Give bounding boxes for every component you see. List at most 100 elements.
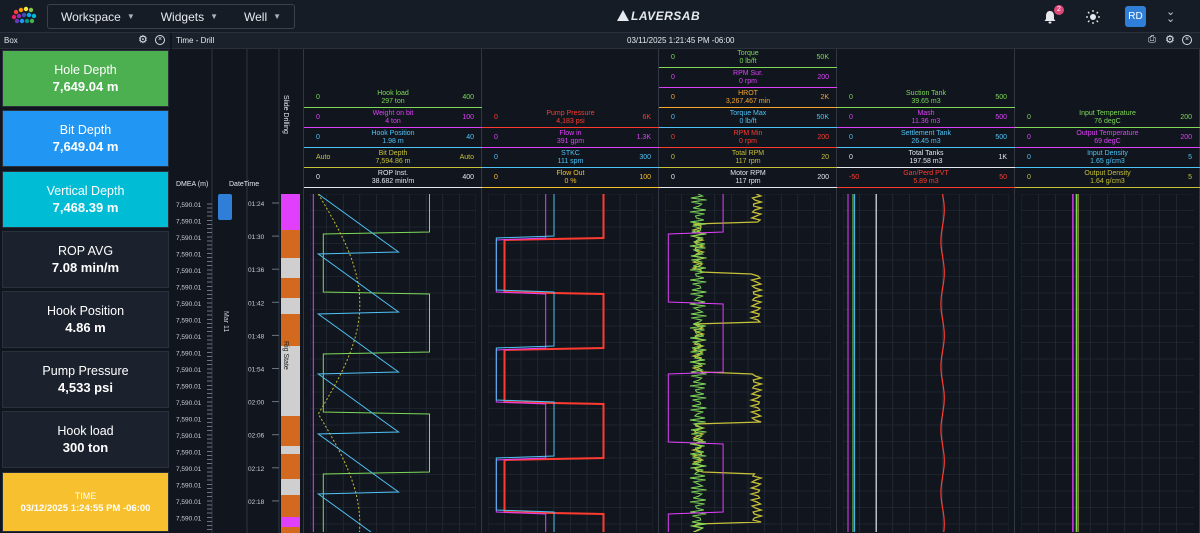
date-label: Mar 11 xyxy=(222,311,229,332)
log-plot-area[interactable] xyxy=(1021,194,1194,532)
hook-load-curve xyxy=(322,194,430,532)
curve-value: 297 ton xyxy=(381,98,405,105)
curve-max: 5 xyxy=(1188,154,1192,161)
log-plot-area[interactable] xyxy=(310,194,476,532)
menu-workspace[interactable]: Workspace▼ xyxy=(48,10,148,24)
chevron-down-icon: ▼ xyxy=(210,12,219,21)
time-tick-label: 01:36 xyxy=(248,267,265,274)
curve-max: Auto xyxy=(459,154,474,161)
curve-name: Input Temperature xyxy=(1079,110,1136,117)
curve-name: Motor RPM xyxy=(730,170,766,177)
curve-min: 0 xyxy=(671,174,675,181)
curve-name: Input Density xyxy=(1087,150,1128,157)
card-label: Hook load xyxy=(57,424,114,438)
log-plot-area[interactable] xyxy=(665,194,831,532)
curve-name: Torque xyxy=(737,50,759,57)
rig-state-segment xyxy=(281,194,300,230)
curve-name: Suction Tank xyxy=(906,90,946,97)
menu-well[interactable]: Well▼ xyxy=(231,10,294,24)
print-icon[interactable]: ⎙ xyxy=(1148,34,1156,45)
depth-tick-label: 7,590.01 xyxy=(176,268,202,275)
expand-icon[interactable]: ⌄⌄ xyxy=(1166,6,1176,25)
gear-icon[interactable]: ⚙ xyxy=(1165,34,1175,46)
card-value: 300 ton xyxy=(62,440,109,455)
depth-tick-label: 7,590.01 xyxy=(176,235,202,242)
hook-load-card[interactable]: Hook load 300 ton xyxy=(2,411,169,468)
curve-name: ROP Inst. xyxy=(377,170,409,177)
log-plot-area[interactable] xyxy=(488,194,653,532)
depth-tick-label: 7,590.01 xyxy=(176,367,202,374)
curve-max: 50K xyxy=(816,54,829,61)
rig-state-segment xyxy=(281,454,300,479)
rig-state-segment xyxy=(281,230,300,258)
log-plot-area[interactable] xyxy=(843,194,1009,532)
curve-value: 4,183 psi xyxy=(556,118,585,125)
curve-name: Hook Position xyxy=(371,130,415,137)
rig-state-label: Rig State xyxy=(282,341,289,370)
rig-state-segment xyxy=(281,416,300,446)
curve-name: Weight on bit xyxy=(372,110,414,117)
avatar[interactable]: RD xyxy=(1125,6,1146,27)
app-logo-icon[interactable] xyxy=(8,4,42,28)
time-tick-label: 02:06 xyxy=(248,433,265,440)
curve-min: 0 xyxy=(671,54,675,61)
close-icon[interactable]: × xyxy=(1182,35,1192,45)
menu-well-label: Well xyxy=(244,9,268,24)
menu-workspace-label: Workspace xyxy=(61,9,121,24)
curve-max: 200 xyxy=(817,174,829,181)
bell-icon[interactable] xyxy=(1042,9,1058,25)
theme-toggle-icon[interactable] xyxy=(1085,9,1101,25)
rig-state-segment xyxy=(281,479,300,495)
time-tick-label: 02:18 xyxy=(248,499,265,506)
rig-state-segment xyxy=(281,527,300,533)
curve-max: 500 xyxy=(995,94,1007,101)
time-tick-label: 01:54 xyxy=(248,367,265,374)
curve-name: Gan/Perd PVT xyxy=(903,170,949,177)
rig-state-segment xyxy=(281,517,300,527)
curve-value: 26.45 m3 xyxy=(911,138,941,145)
curve-value: 117 rpm xyxy=(735,178,761,185)
close-icon[interactable]: × xyxy=(155,35,165,45)
card-label: Hole Depth xyxy=(54,63,117,77)
pump-pressure-curve xyxy=(503,194,605,532)
menu-widgets[interactable]: Widgets▼ xyxy=(148,10,231,24)
curve-min: 0 xyxy=(316,114,320,121)
depth-time-axis: DMEA (m)DateTime7,590.017,590.017,590.01… xyxy=(176,49,300,533)
gear-icon[interactable]: ⚙ xyxy=(138,34,148,46)
